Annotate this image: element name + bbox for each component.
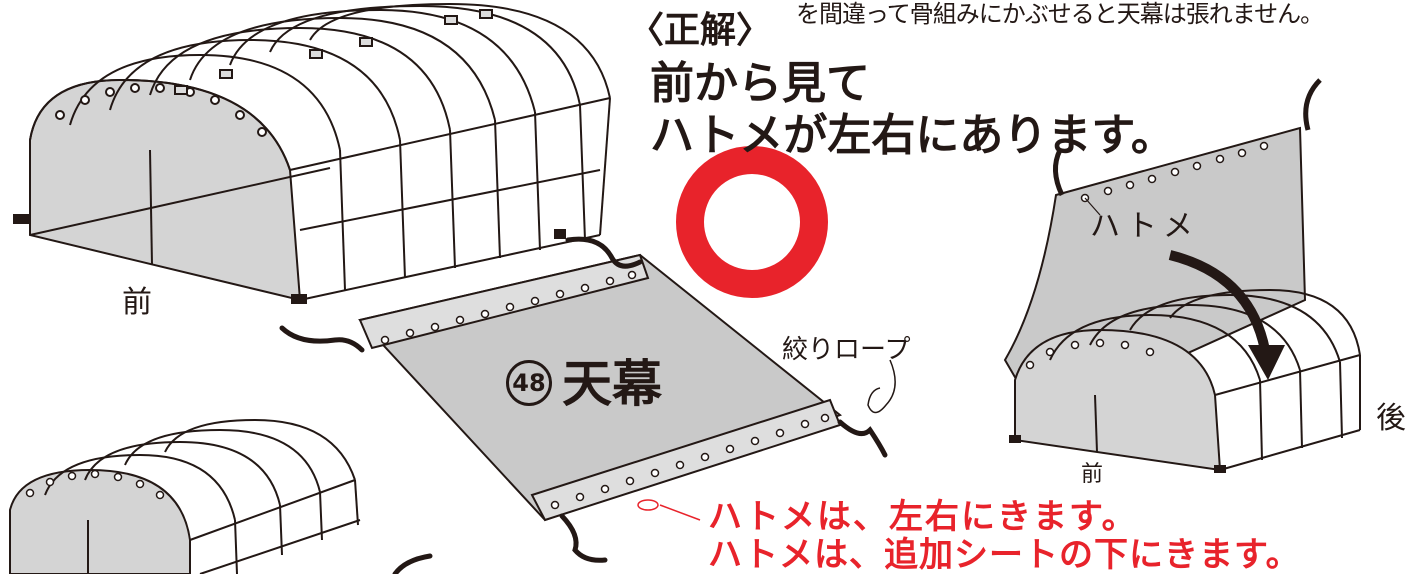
description-line1: 前から見て — [650, 58, 870, 109]
label-front-left: 前 — [122, 285, 152, 320]
label-front-right: 前 — [1081, 462, 1104, 487]
rope-leader-line — [867, 359, 896, 414]
callout-red-line2: ハトメは、追加シートの下にきます。 — [708, 535, 1301, 575]
label-back-right: 後 — [1376, 401, 1406, 436]
label-drawstring-rope: 絞りロープ — [782, 335, 911, 365]
grommet-callout-line — [637, 499, 701, 521]
top-note: を間違って骨組みにかぶせると天幕は張れません。 — [796, 0, 1324, 28]
correct-label: 〈正解〉 — [628, 10, 773, 51]
tent-frame-right — [1003, 78, 1361, 473]
part-name: 天幕 — [562, 355, 662, 413]
callout-red-line1: ハトメは、左右にきます。 — [708, 497, 1138, 537]
drawstring-rope — [279, 236, 888, 574]
drape-arrow-icon — [1168, 250, 1285, 380]
tent-frame-top-left — [13, 2, 611, 304]
red-circle-icon — [676, 146, 828, 298]
label-grommet: ハトメ — [1090, 209, 1199, 244]
canopy-sheet — [358, 253, 843, 522]
tent-frame-bottom-left — [9, 418, 361, 574]
part-number-badge: 48 — [506, 360, 552, 406]
description-line2: ハトメが左右にあります。 — [650, 110, 1175, 161]
